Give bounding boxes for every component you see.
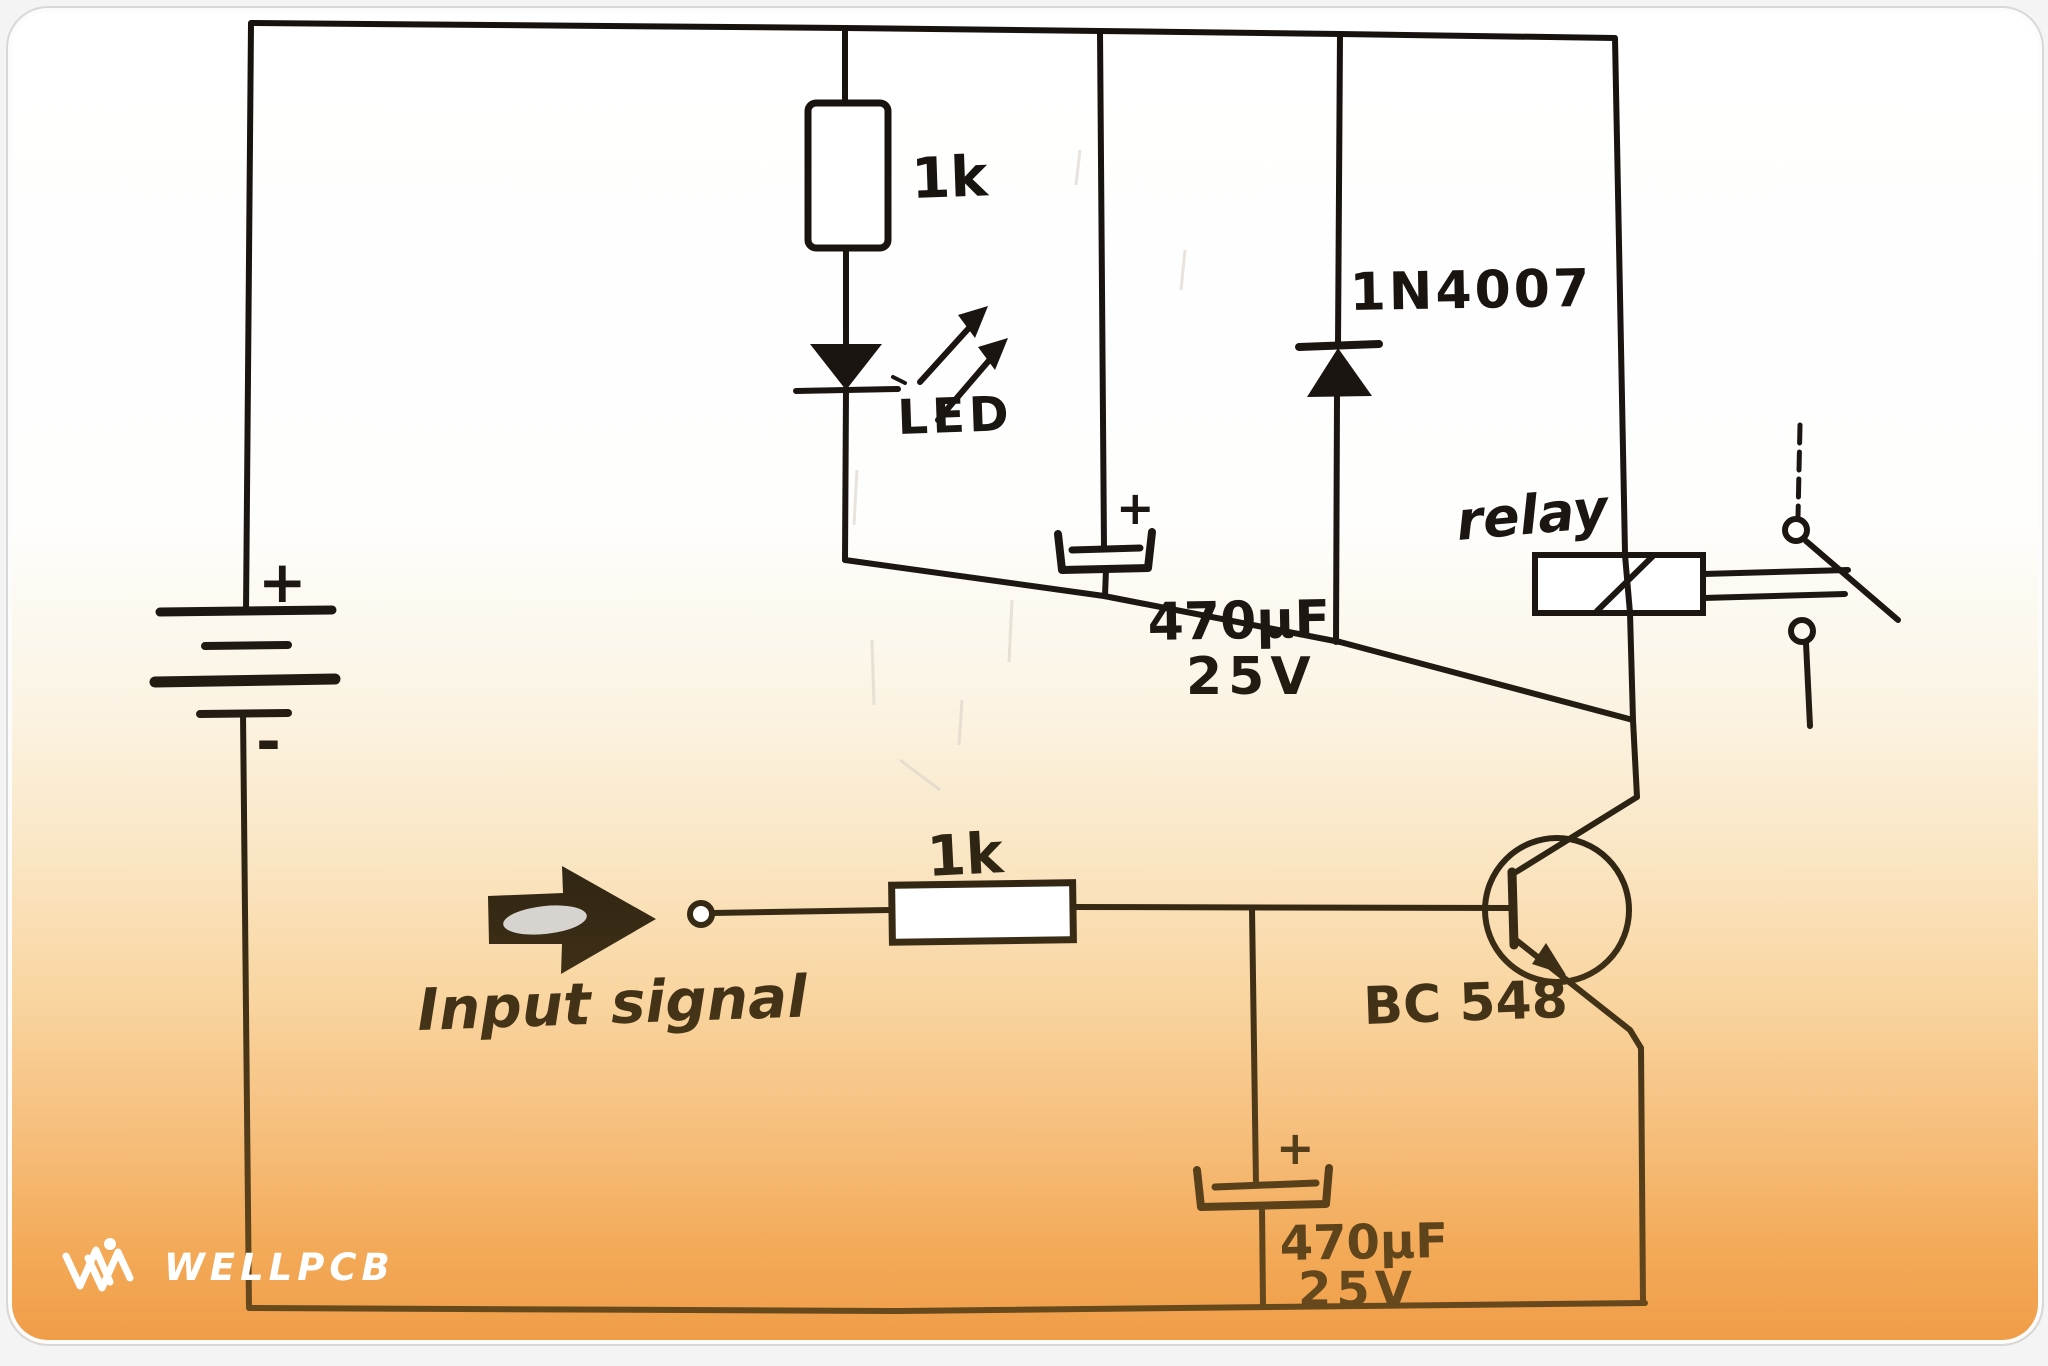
paper-card <box>6 6 2044 1346</box>
wellpcb-logo: WELLPCB <box>58 1234 395 1300</box>
wellpcb-logo-text: WELLPCB <box>164 1245 395 1289</box>
wellpcb-logo-icon <box>62 1238 134 1292</box>
